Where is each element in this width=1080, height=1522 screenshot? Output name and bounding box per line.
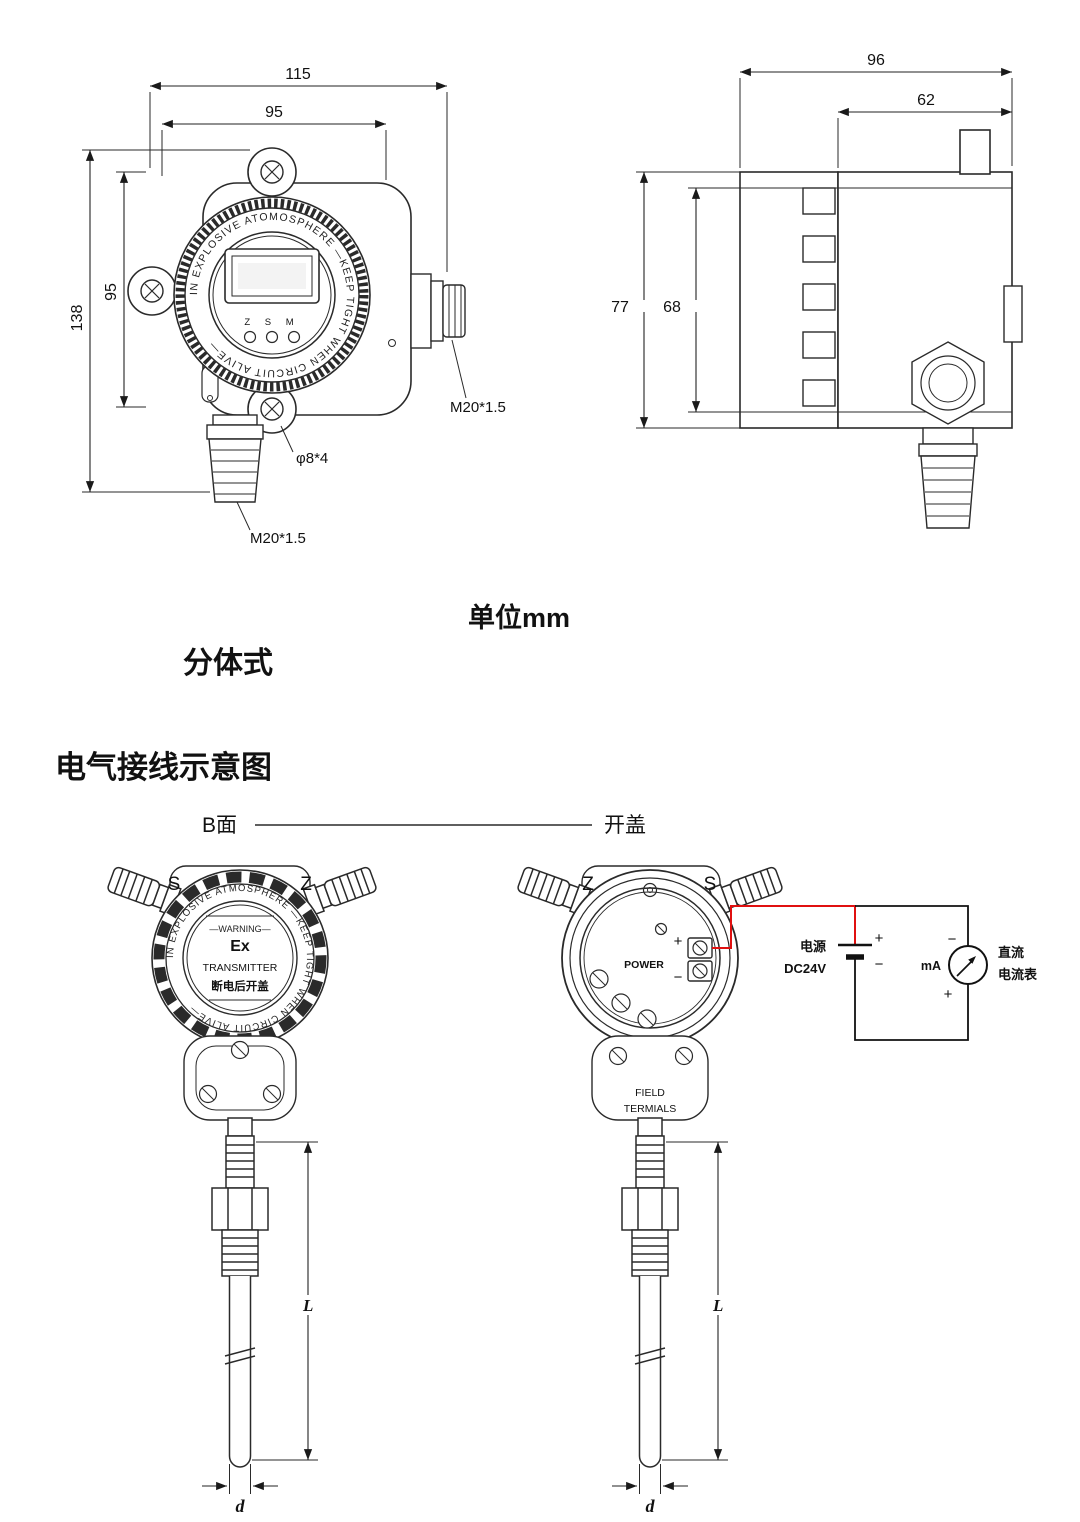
dim-sv-width-inner: 62	[917, 92, 935, 109]
closed-device-drawing: S Z IN EXPLOSIVE ATMOSPHERE —KEEP TIGHT …	[105, 864, 379, 1516]
type-label: 分体式	[183, 647, 273, 680]
wiring-section-title: 电气接线示意图	[55, 750, 272, 785]
ammeter-symbol	[948, 945, 988, 985]
field-terminals-bracket: FIELD TERMIALS	[591, 1035, 709, 1121]
bolt-top-icon	[260, 160, 284, 184]
side-view-drawing: 96 62 77 68	[611, 52, 1023, 529]
transmitter-text: TRANSMITTER	[203, 962, 278, 974]
open-device-dimensions: L d	[612, 1141, 728, 1516]
letter-z: Z	[300, 874, 312, 895]
side-view-body	[739, 129, 1023, 529]
closed-device-dimensions: L d	[202, 1141, 318, 1516]
battery-minus-sign: −	[875, 956, 884, 973]
dim-height-inner: 95	[103, 283, 120, 301]
meter-unit-label: mA	[921, 959, 941, 973]
process-hex-nut	[911, 341, 985, 425]
top-wire	[855, 905, 969, 946]
dim-length-label: L	[712, 1296, 723, 1315]
external-circuit: + − 电源 DC24V mA − + 直流 电流表	[712, 905, 1038, 1041]
letter-z: Z	[582, 874, 594, 895]
dim-diameter-label: d	[646, 1496, 656, 1516]
key-z-button[interactable]	[243, 330, 257, 344]
front-view-dimensions: 115 95 138 95 M20*1.5 M20*1.5 φ	[69, 66, 506, 547]
side-conduit-gland	[410, 273, 466, 349]
wiring-diagram: B面 开盖 S Z IN EXPLOSIVE ATMOSPHERE —KEEP …	[105, 814, 1038, 1516]
label-bottom-gland: M20*1.5	[250, 530, 306, 547]
dim-sv-height-inner: 68	[663, 299, 681, 316]
field-label-line2: TERMIALS	[624, 1103, 677, 1115]
return-wire	[854, 957, 969, 1041]
lcd-display	[224, 248, 320, 304]
power-label: POWER	[624, 959, 664, 971]
terminal-plus-sign: +	[674, 933, 683, 950]
bolt-left-icon	[140, 279, 164, 303]
key-m-button[interactable]	[287, 330, 301, 344]
unit-label: 单位mm	[468, 603, 571, 633]
side-view-dimensions: 96 62 77 68	[611, 52, 1013, 429]
dim-width-outer: 115	[285, 66, 311, 83]
thermowell-probe	[211, 1117, 269, 1468]
key-s-button[interactable]	[265, 330, 279, 344]
bolt-bottom-icon	[260, 397, 284, 421]
supply-name-label: 电源	[800, 939, 826, 954]
dim-diameter-label: d	[236, 1496, 246, 1516]
supply-value-label: DC24V	[784, 961, 826, 976]
label-mount-holes: φ8*4	[296, 450, 328, 467]
battery-symbol	[838, 943, 872, 960]
field-label-line1: FIELD	[635, 1087, 665, 1099]
key-labels: Z S M	[244, 317, 299, 328]
battery-plus-sign: +	[875, 930, 884, 947]
dim-length-label: L	[302, 1296, 313, 1315]
side-bottom-gland	[918, 427, 978, 529]
meter-name-line2: 电流表	[998, 967, 1038, 982]
label-open-cover: 开盖	[604, 814, 646, 837]
open-after-poweroff-note: 断电后开盖	[211, 979, 269, 993]
dim-width-inner: 95	[265, 104, 283, 121]
positive-wire	[712, 905, 856, 949]
meter-minus-sign: −	[948, 931, 957, 948]
dim-sv-height-outer: 77	[611, 299, 629, 316]
cable-gland-right	[302, 864, 379, 916]
mounting-bracket	[183, 1035, 297, 1121]
dim-height-outer: 138	[69, 305, 86, 332]
meter-plus-sign: +	[944, 986, 953, 1003]
thermowell-probe	[621, 1117, 679, 1468]
knurled-cover: IN EXPLOSIVE ATOMOSPHERE —KEEP TIGHT WHE…	[173, 196, 371, 394]
bottom-cable-gland	[206, 414, 264, 503]
letter-s: S	[168, 874, 181, 895]
ex-mark: Ex	[230, 938, 250, 955]
label-b-side: B面	[202, 814, 237, 837]
terminal-minus-sign: −	[674, 969, 683, 986]
front-view-drawing: IN EXPLOSIVE ATOMOSPHERE —KEEP TIGHT WHE…	[69, 66, 506, 547]
meter-name-line1: 直流	[998, 945, 1024, 960]
dim-sv-width-outer: 96	[867, 52, 885, 69]
label-side-gland: M20*1.5	[450, 399, 506, 416]
open-device-drawing: Z S POWER	[515, 864, 785, 1516]
warning-text: —WARNING—	[209, 924, 270, 934]
